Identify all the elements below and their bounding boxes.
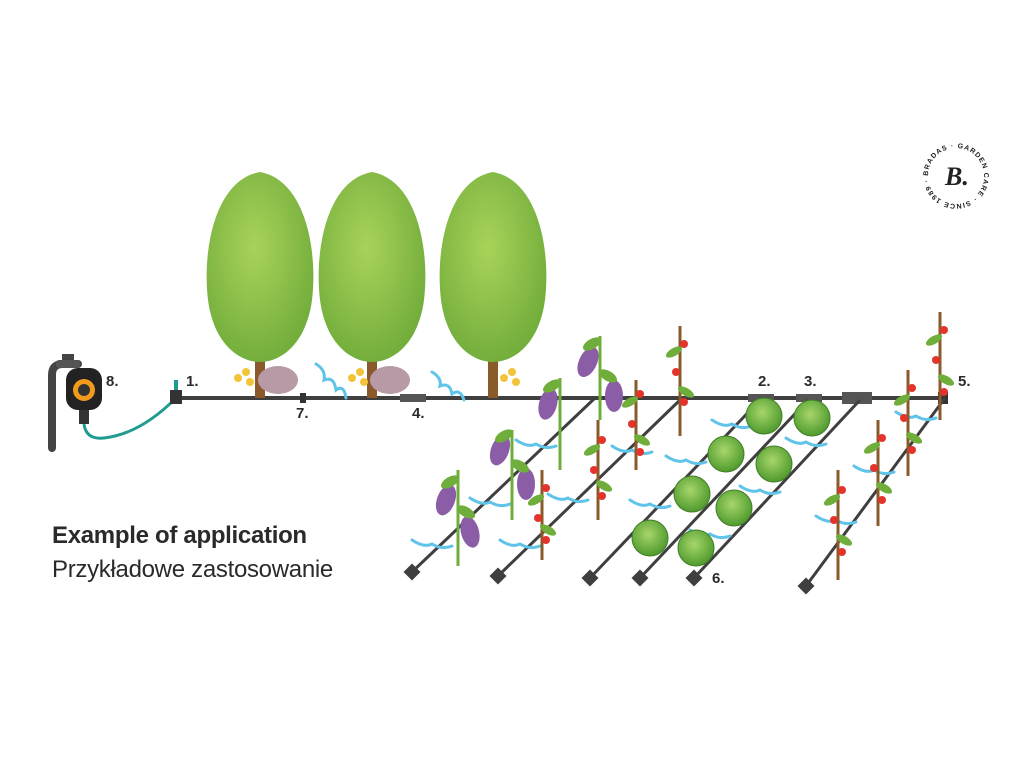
connector-icon [170, 380, 182, 404]
tomato-plants [527, 312, 955, 580]
label-4: 4. [412, 405, 425, 422]
label-6: 6. [712, 570, 725, 587]
tree-3 [439, 172, 547, 398]
tap-icon [48, 354, 82, 452]
end-caps [403, 563, 815, 595]
dripper-icon [300, 393, 306, 403]
tree-2 [318, 172, 426, 398]
shrub [258, 366, 410, 394]
branch-sprays [410, 410, 938, 550]
fitting-3 [796, 394, 822, 402]
title: Example of application [52, 522, 307, 549]
brand-logo: BRADAS · GARDEN CARE · SINCE 1989 · B. [923, 143, 988, 209]
eggplant-plants [435, 336, 623, 566]
label-5: 5. [958, 373, 971, 390]
subtitle: Przykładowe zastosowanie [52, 556, 333, 583]
timer-icon [66, 368, 102, 424]
tee-fitting [842, 392, 872, 404]
cabbage-plants [631, 397, 831, 567]
water-spray [314, 362, 466, 402]
garden-hose [82, 396, 178, 440]
tree-1 [206, 172, 314, 398]
flowers [234, 368, 520, 386]
label-2: 2. [758, 373, 771, 390]
logo-letter: B. [944, 162, 969, 191]
end-cap-icon [938, 392, 948, 404]
label-3: 3. [804, 373, 817, 390]
label-7: 7. [296, 405, 309, 422]
label-8: 8. [106, 373, 119, 390]
fitting-4 [400, 394, 426, 402]
label-1: 1. [186, 373, 199, 390]
